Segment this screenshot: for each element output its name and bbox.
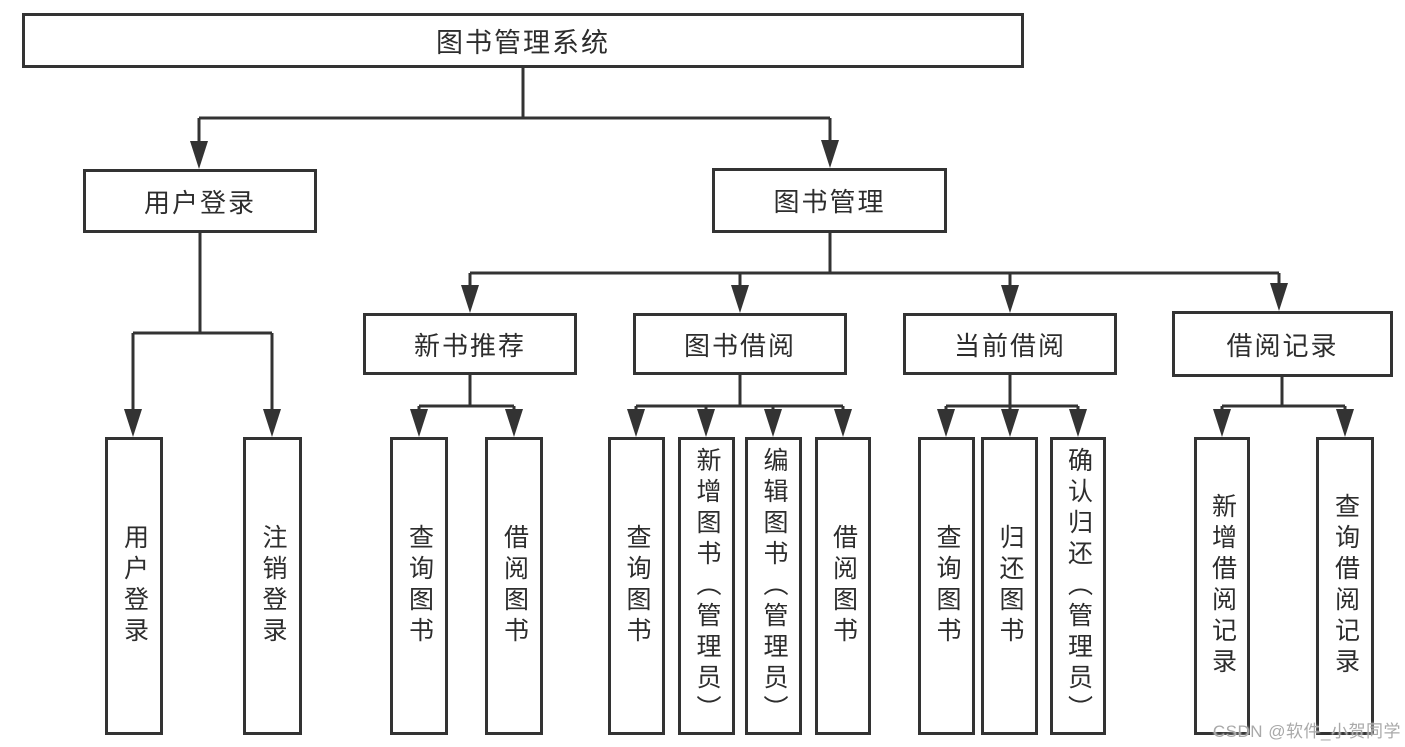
leaf-return-books: 归还图书	[981, 437, 1038, 735]
arrowheads	[124, 140, 1354, 437]
node-root-label: 图书管理系统	[436, 28, 610, 58]
leaf-query-books-borrowing-label: 查询图书	[623, 524, 651, 648]
leaf-user-login-label: 用户登录	[120, 524, 149, 648]
node-root-system: 图书管理系统	[22, 13, 1024, 68]
leaf-edit-books-admin: 编辑图书（管理员）	[745, 437, 802, 735]
node-book-borrowing-label: 图书借阅	[683, 330, 796, 361]
leaf-query-borrow-record: 查询借阅记录	[1316, 437, 1374, 735]
leaf-query-books-current-label: 查询图书	[933, 524, 961, 648]
leaf-add-borrow-record-label: 新增借阅记录	[1208, 493, 1237, 679]
leaf-confirm-return-admin: 确认归还（管理员）	[1050, 437, 1106, 735]
leaf-query-books-current: 查询图书	[918, 437, 975, 735]
node-current-borrowing-label: 当前借阅	[953, 330, 1066, 361]
leaf-edit-books-admin-label: 编辑图书（管理员）	[760, 446, 788, 726]
leaf-query-borrow-record-label: 查询借阅记录	[1331, 493, 1360, 679]
node-new-book-recommend-label: 新书推荐	[413, 330, 526, 361]
leaf-borrow-books-recommend-label: 借阅图书	[500, 524, 529, 648]
leaf-query-books-recommend: 查询图书	[390, 437, 448, 735]
node-user-login-label: 用户登录	[143, 187, 256, 218]
watermark: CSDN @软件_小贺同学	[1212, 722, 1401, 741]
node-book-management-label: 图书管理	[773, 187, 886, 217]
leaf-add-books-admin-label: 新增图书（管理员）	[693, 446, 721, 726]
leaf-logout: 注销登录	[243, 437, 302, 735]
node-book-management: 图书管理	[712, 168, 947, 233]
node-book-borrowing: 图书借阅	[633, 313, 847, 375]
node-new-book-recommend: 新书推荐	[363, 313, 577, 375]
leaf-logout-label: 注销登录	[259, 524, 287, 648]
node-user-login: 用户登录	[83, 169, 317, 233]
leaf-borrow-books-recommend: 借阅图书	[485, 437, 543, 735]
node-borrow-records: 借阅记录	[1172, 311, 1393, 377]
leaf-add-borrow-record: 新增借阅记录	[1194, 437, 1250, 735]
leaf-query-books-borrowing: 查询图书	[608, 437, 665, 735]
leaf-user-login: 用户登录	[105, 437, 163, 735]
leaf-borrow-books-label: 借阅图书	[829, 524, 858, 648]
leaf-query-books-recommend-label: 查询图书	[405, 524, 434, 648]
node-borrow-records-label: 借阅记录	[1226, 330, 1339, 361]
leaf-confirm-return-admin-label: 确认归还（管理员）	[1064, 446, 1093, 726]
node-current-borrowing: 当前借阅	[903, 313, 1117, 375]
leaf-return-books-label: 归还图书	[996, 524, 1024, 648]
leaf-borrow-books: 借阅图书	[815, 437, 871, 735]
leaf-add-books-admin: 新增图书（管理员）	[678, 437, 735, 735]
